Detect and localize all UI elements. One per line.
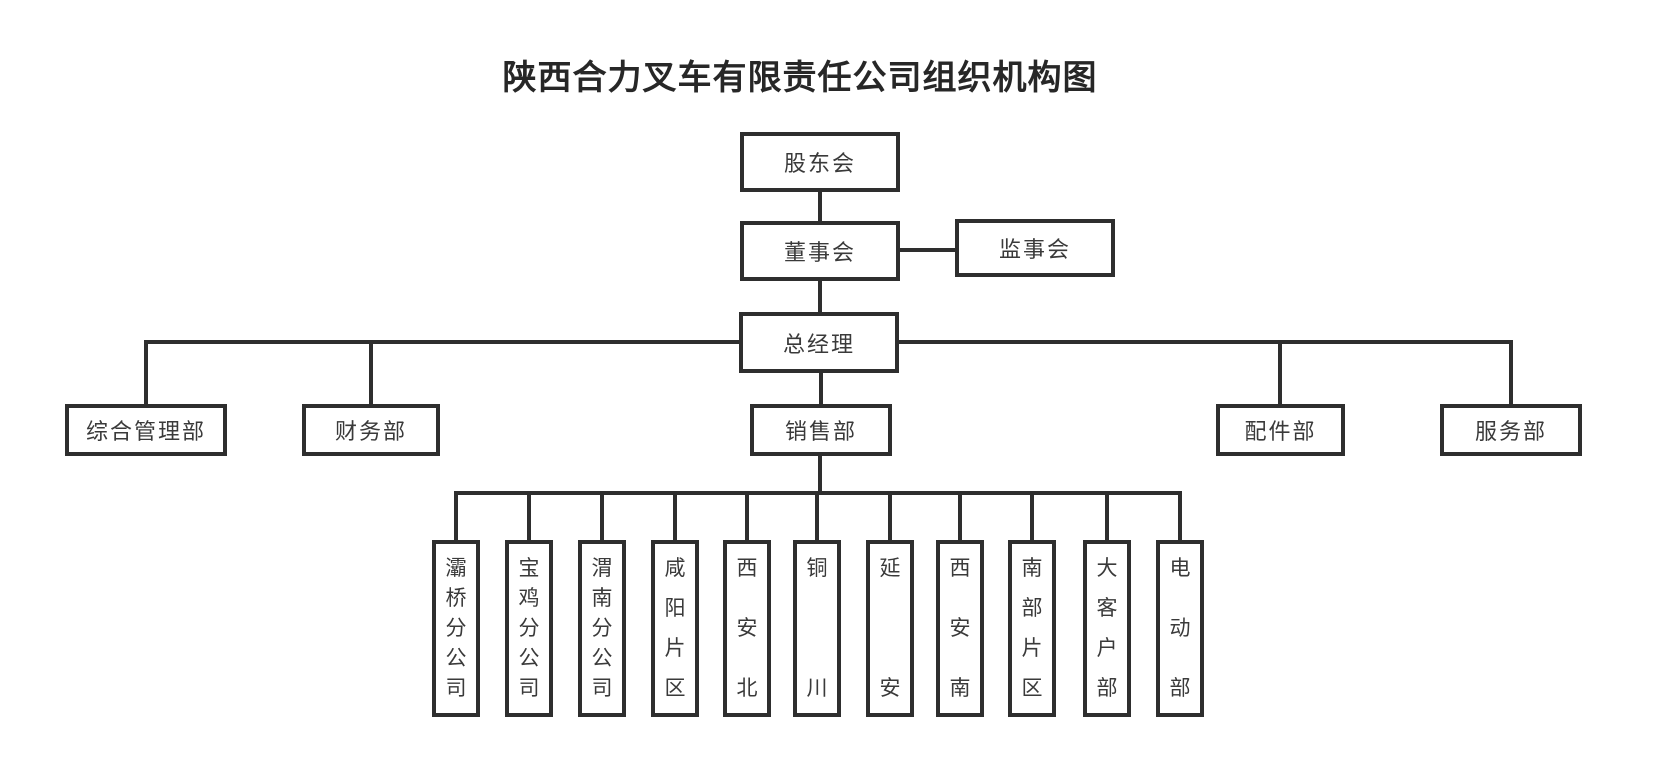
connector-drop-baqiao xyxy=(454,493,458,540)
connector-gm-right-rail xyxy=(899,340,1513,344)
connector-sales-bus xyxy=(818,456,822,493)
connector-drop-south-area xyxy=(1030,493,1034,540)
node-unit-key-accounts: 大客户部 xyxy=(1083,540,1131,717)
connector-board-supervisory xyxy=(900,248,955,252)
connector-drop-yanan xyxy=(888,493,892,540)
node-unit-xianyang-area: 咸阳片区 xyxy=(651,540,699,717)
node-dept-sales: 销售部 xyxy=(750,404,892,456)
node-unit-xian-north: 西安北 xyxy=(723,540,771,717)
node-unit-south-area: 南部片区 xyxy=(1008,540,1056,717)
node-dept-service: 服务部 xyxy=(1440,404,1582,456)
connector-drop-electric xyxy=(1178,493,1182,540)
node-unit-tongchuan: 铜川 xyxy=(793,540,841,717)
node-unit-xian-south: 西安南 xyxy=(936,540,984,717)
connector-gm-sales xyxy=(819,373,823,404)
connector-drop-baoji xyxy=(527,493,531,540)
connector-board-gm xyxy=(818,281,822,312)
node-shareholders-meeting: 股东会 xyxy=(740,132,900,192)
connector-drop-parts xyxy=(1278,342,1282,404)
node-unit-electric: 电动部 xyxy=(1156,540,1204,717)
node-dept-general-management: 综合管理部 xyxy=(65,404,227,456)
connector-drop-service xyxy=(1509,342,1513,404)
node-supervisory-board: 监事会 xyxy=(955,219,1115,277)
connector-drop-xian-south xyxy=(958,493,962,540)
chart-title: 陕西合力叉车有限责任公司组织机构图 xyxy=(502,59,1098,97)
node-unit-weinan-branch: 渭南分公司 xyxy=(578,540,626,717)
node-unit-baqiao-branch: 灞桥分公司 xyxy=(432,540,480,717)
connector-drop-key-accounts xyxy=(1105,493,1109,540)
connector-drop-finance xyxy=(369,342,373,404)
node-dept-finance: 财务部 xyxy=(302,404,440,456)
connector-drop-general-management xyxy=(144,342,148,404)
node-board-of-directors: 董事会 xyxy=(740,221,900,281)
connector-drop-xian-north xyxy=(745,493,749,540)
node-general-manager: 总经理 xyxy=(739,312,899,373)
connector-drop-weinan xyxy=(600,493,604,540)
connector-gm-left-rail xyxy=(144,340,739,344)
connector-shareholders-board xyxy=(818,192,822,221)
node-unit-yanan: 延安 xyxy=(866,540,914,717)
connector-drop-tongchuan xyxy=(815,493,819,540)
connector-drop-xianyang xyxy=(673,493,677,540)
node-unit-baoji-branch: 宝鸡分公司 xyxy=(505,540,553,717)
node-dept-parts: 配件部 xyxy=(1216,404,1345,456)
